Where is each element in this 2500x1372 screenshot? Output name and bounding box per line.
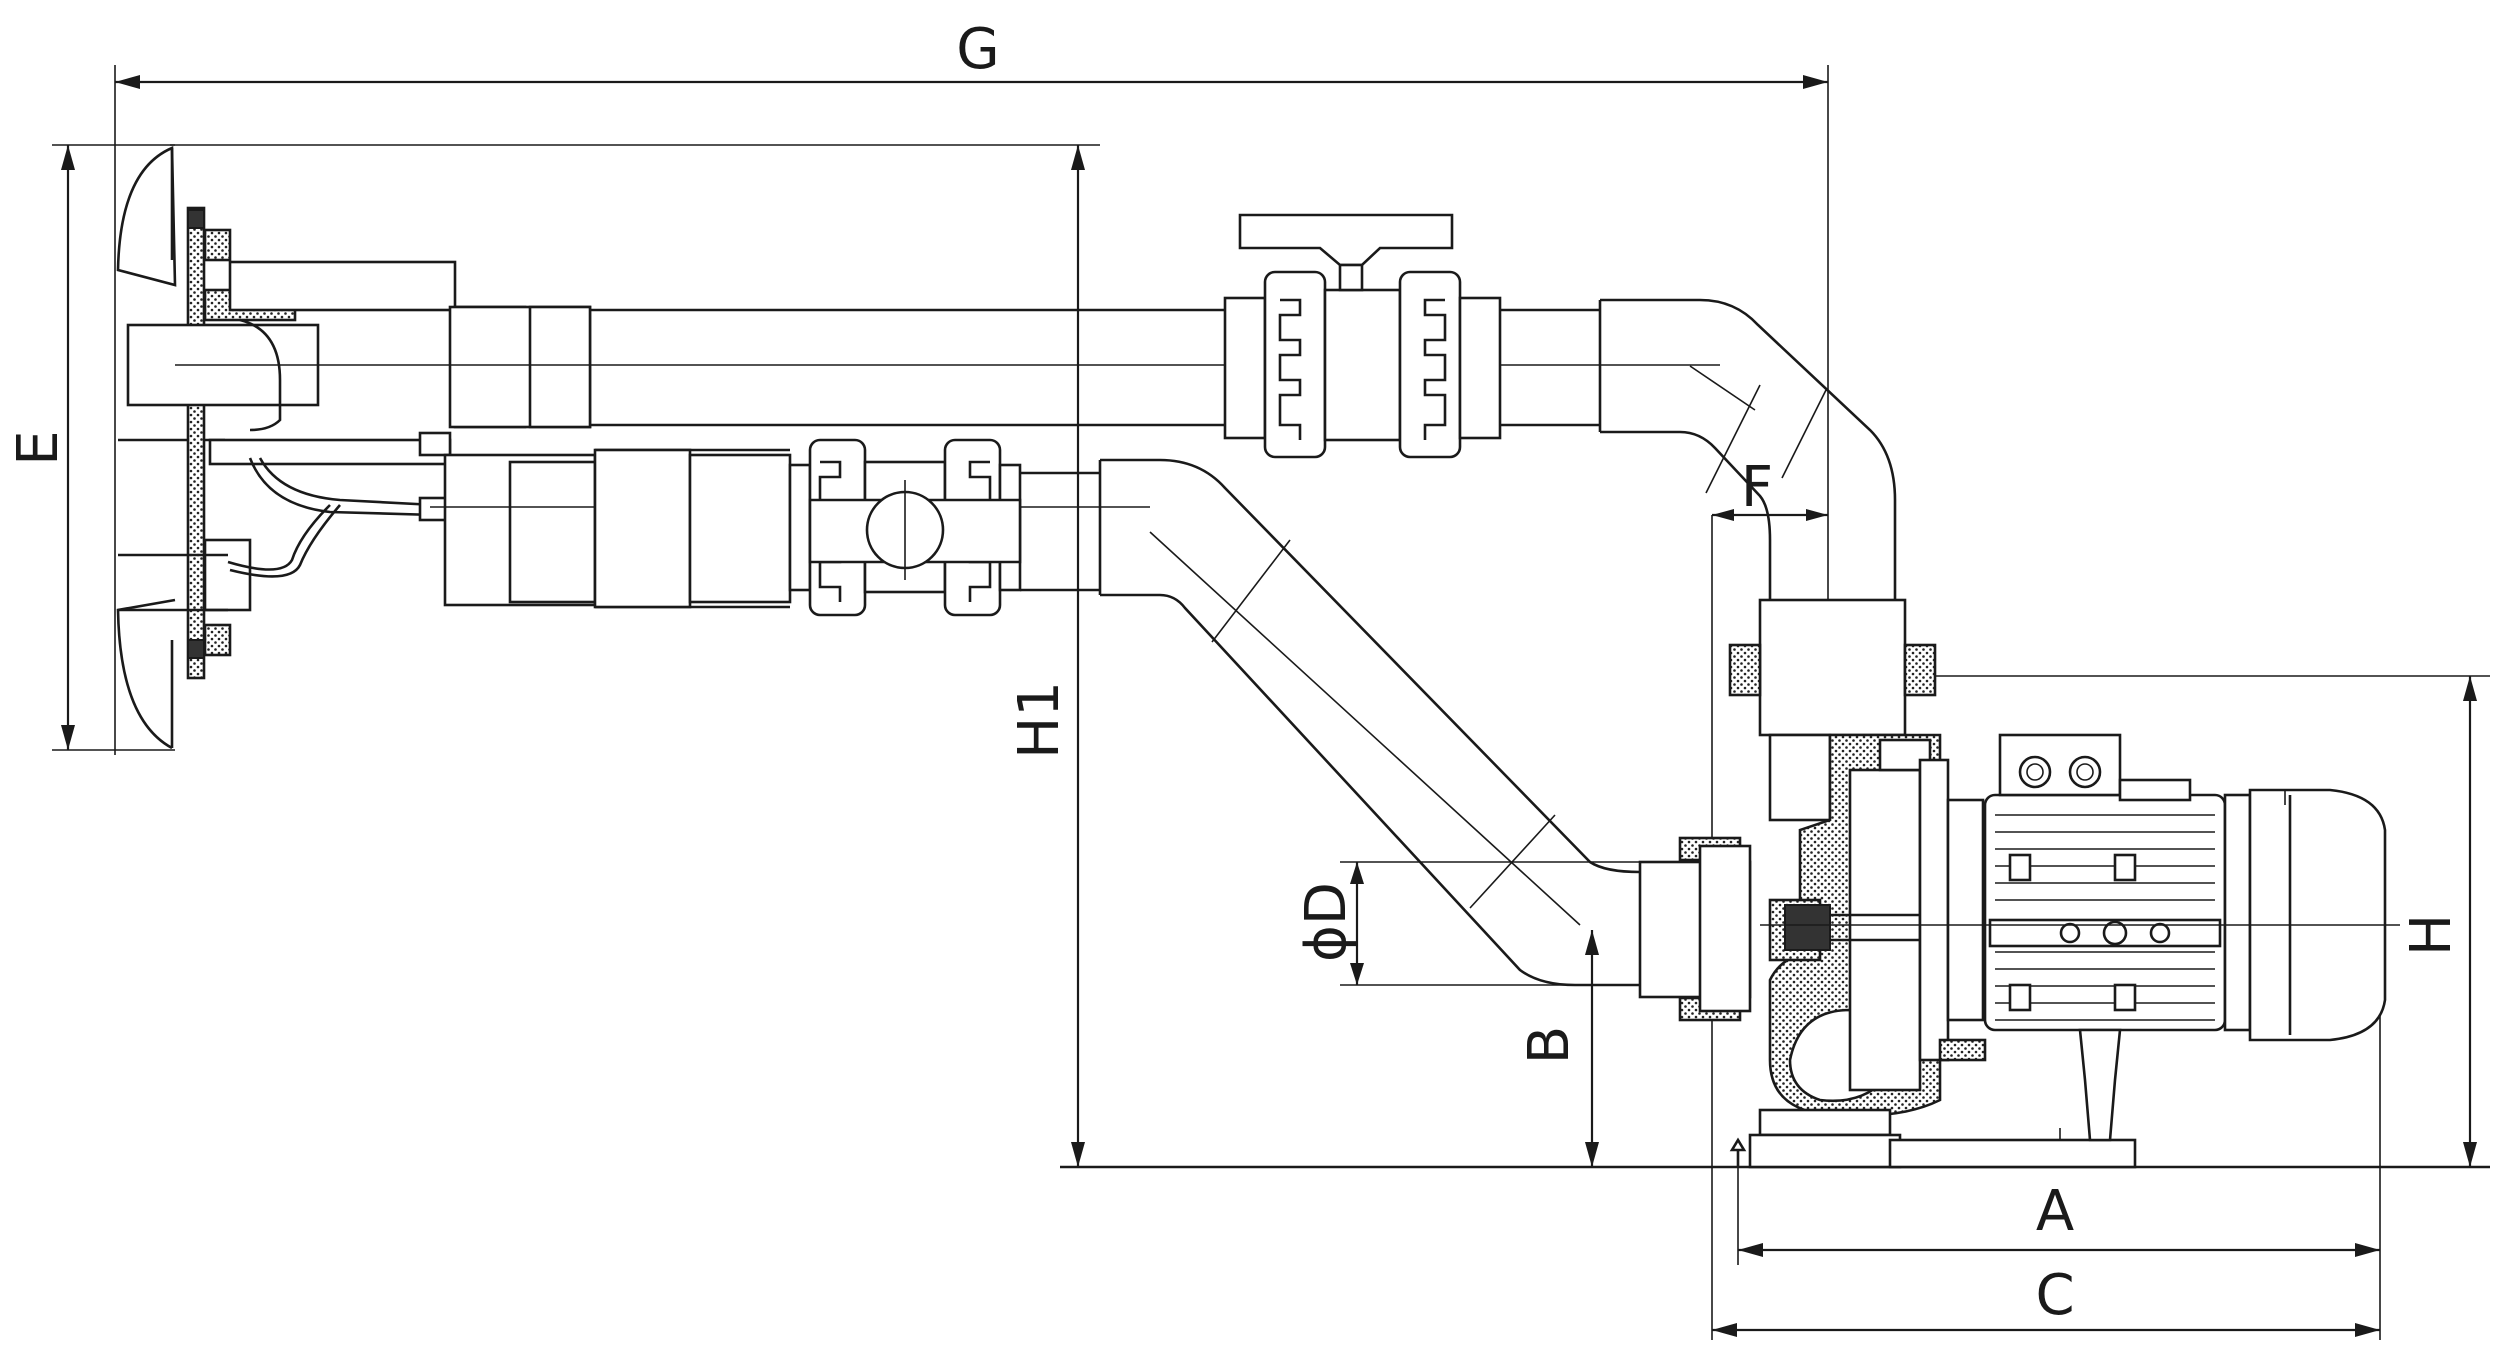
- pump-discharge-outlet: [1758, 598, 1907, 737]
- motor-cooling-fins: [1995, 814, 2215, 1021]
- motor-flange: [1918, 758, 1950, 1062]
- label-h1: H1: [1007, 681, 1072, 759]
- lower-pipe: [430, 438, 1641, 987]
- lower-nozzle-shroud: [116, 598, 176, 750]
- dimension-labels: G F A C E H1 ϕD B H: [6, 17, 2464, 1328]
- pump: [1638, 598, 2137, 1169]
- upper-pipe: [175, 213, 1897, 610]
- label-a: A: [2036, 1179, 2074, 1244]
- terminal-box: [1998, 733, 2122, 797]
- label-g: G: [956, 17, 999, 82]
- dimension-lines: [52, 65, 2490, 1340]
- label-h: H: [2399, 914, 2464, 956]
- air-hose: [258, 457, 436, 507]
- wall-plate: [186, 206, 206, 680]
- label-b: B: [1517, 1026, 1582, 1064]
- label-e: E: [6, 430, 71, 465]
- wall-fittings: [116, 146, 597, 750]
- lower-pipe-slope-upper: [1100, 458, 1641, 874]
- label-c: C: [2035, 1263, 2074, 1328]
- upper-nozzle-shroud: [116, 146, 177, 287]
- label-f: F: [1741, 455, 1773, 520]
- label-phi-d: ϕD: [1294, 882, 1359, 962]
- lower-suction-tube: [203, 538, 252, 612]
- upper-pipe-elbow-outer: [1600, 298, 1897, 610]
- motor-foot: [2078, 1028, 2122, 1142]
- motor: [1760, 733, 2400, 1142]
- pump-base: [1748, 1133, 1902, 1169]
- fan-cover: [2248, 788, 2387, 1042]
- upper-valve-handle: [1238, 213, 1454, 267]
